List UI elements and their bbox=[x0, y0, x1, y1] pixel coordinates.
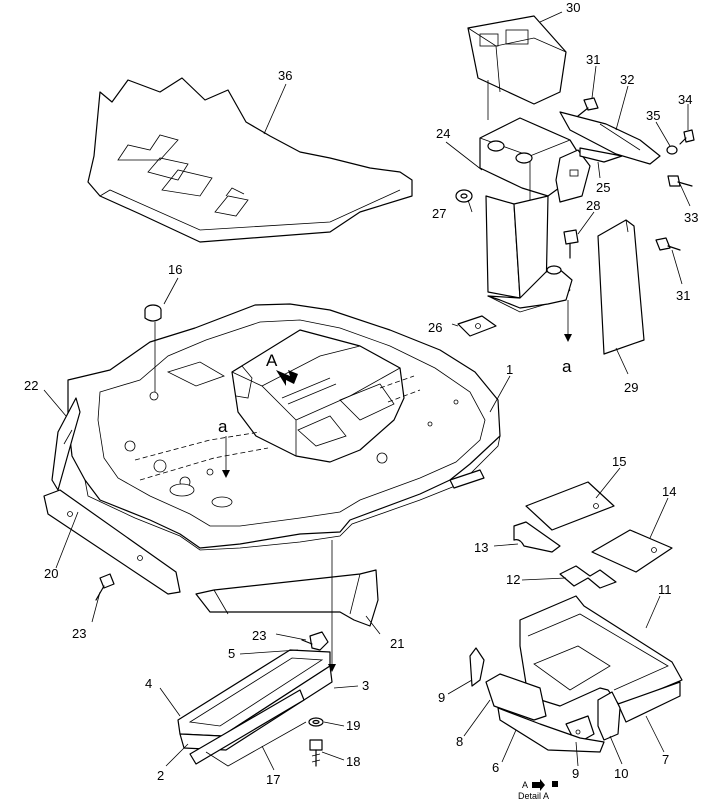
callout-32: 32 bbox=[620, 72, 634, 87]
callout-33: 33 bbox=[684, 210, 698, 225]
callout-29: 29 bbox=[624, 380, 638, 395]
part-7-plate bbox=[617, 681, 681, 723]
callout-1: 1 bbox=[506, 362, 513, 377]
callout-21: 21 bbox=[390, 636, 404, 651]
callout-24: 24 bbox=[436, 126, 450, 141]
part-24-column bbox=[479, 117, 591, 313]
part-15-mat bbox=[525, 481, 615, 531]
callout-4: 4 bbox=[145, 676, 152, 691]
callout-22: 22 bbox=[24, 378, 38, 393]
callout-6: 6 bbox=[492, 760, 499, 775]
connection-label-a-right: a bbox=[562, 357, 572, 376]
part-34-bolt bbox=[679, 129, 695, 145]
part-16-plug bbox=[144, 304, 162, 392]
part-23-bolt-lower bbox=[301, 631, 329, 651]
detail-caption-line2: Detail A bbox=[518, 791, 549, 800]
callout-12: 12 bbox=[506, 572, 520, 587]
part-29-side-panel bbox=[597, 219, 645, 355]
connection-label-a-top: a bbox=[218, 417, 228, 436]
callout-16: 16 bbox=[168, 262, 182, 277]
callout-27: 27 bbox=[432, 206, 446, 221]
callout-9-left: 9 bbox=[438, 690, 445, 705]
part-8-bracket bbox=[485, 673, 547, 721]
callout-17: 17 bbox=[266, 772, 280, 787]
part-1-floor-frame bbox=[67, 303, 501, 551]
callout-5: 5 bbox=[228, 646, 235, 661]
part-20-front-plate bbox=[43, 489, 181, 595]
callout-9-right: 9 bbox=[572, 766, 579, 781]
callout-19: 19 bbox=[346, 718, 360, 733]
callout-31-bottom: 31 bbox=[676, 288, 690, 303]
part-35-washer bbox=[666, 145, 678, 155]
part-32-plate bbox=[559, 111, 661, 165]
part-36-floor-mat bbox=[87, 77, 413, 243]
callout-2: 2 bbox=[157, 768, 164, 783]
callout-numbers: 1 2 3 4 5 6 7 8 9 9 10 11 12 13 14 15 16… bbox=[24, 0, 698, 787]
leader-lines bbox=[43, 11, 691, 771]
callout-8: 8 bbox=[456, 734, 463, 749]
callout-28: 28 bbox=[586, 198, 600, 213]
callout-11: 11 bbox=[658, 582, 672, 597]
callout-23-left: 23 bbox=[72, 626, 86, 641]
part-31-bolt-bottom bbox=[655, 237, 681, 251]
part-10-bracket bbox=[597, 691, 621, 741]
part-22-left-bracket bbox=[51, 397, 81, 491]
part-12-mat bbox=[559, 565, 617, 589]
part-21-side-plate bbox=[195, 569, 379, 627]
callout-7: 7 bbox=[662, 752, 669, 767]
callout-30: 30 bbox=[566, 0, 580, 15]
connection-arrow-a: a a bbox=[218, 357, 572, 478]
callout-26: 26 bbox=[428, 320, 442, 335]
part-30-console-cover bbox=[467, 15, 567, 120]
callout-14: 14 bbox=[662, 484, 676, 499]
callout-3: 3 bbox=[362, 678, 369, 693]
detail-caption-block bbox=[552, 781, 558, 787]
part-26-pad bbox=[457, 315, 497, 337]
detail-caption: A Detail A bbox=[518, 779, 558, 800]
part-28-bolt bbox=[563, 229, 579, 259]
callout-25: 25 bbox=[596, 180, 610, 195]
callout-34: 34 bbox=[678, 92, 692, 107]
part-13-mat bbox=[513, 521, 561, 553]
callout-13: 13 bbox=[474, 540, 488, 555]
link-line-21 bbox=[328, 540, 336, 672]
callout-10: 10 bbox=[614, 766, 628, 781]
callout-35: 35 bbox=[646, 108, 660, 123]
detail-caption-arrow bbox=[532, 779, 545, 791]
column-arrow-a bbox=[564, 300, 572, 342]
part-6-base bbox=[497, 707, 605, 753]
part-33-bolt bbox=[667, 175, 693, 187]
part-2-lower-tray bbox=[177, 649, 333, 767]
part-14-mat bbox=[591, 529, 673, 573]
callout-15: 15 bbox=[612, 454, 626, 469]
part-19-washer bbox=[308, 717, 324, 727]
callout-20: 20 bbox=[44, 566, 58, 581]
callout-36: 36 bbox=[278, 68, 292, 83]
view-arrow-a: A bbox=[266, 351, 298, 386]
detail-caption-line1: A bbox=[522, 780, 528, 790]
callout-18: 18 bbox=[346, 754, 360, 769]
callout-23-lower: 23 bbox=[252, 628, 266, 643]
view-arrow-a-label: A bbox=[266, 351, 278, 370]
part-9-clip-left bbox=[469, 647, 485, 687]
callout-31-top: 31 bbox=[586, 52, 600, 67]
part-18-bolt bbox=[309, 739, 323, 767]
part-31-bolt-top bbox=[577, 97, 599, 117]
part-25-lever-cover bbox=[579, 147, 623, 163]
part-27-grommet bbox=[455, 189, 473, 203]
